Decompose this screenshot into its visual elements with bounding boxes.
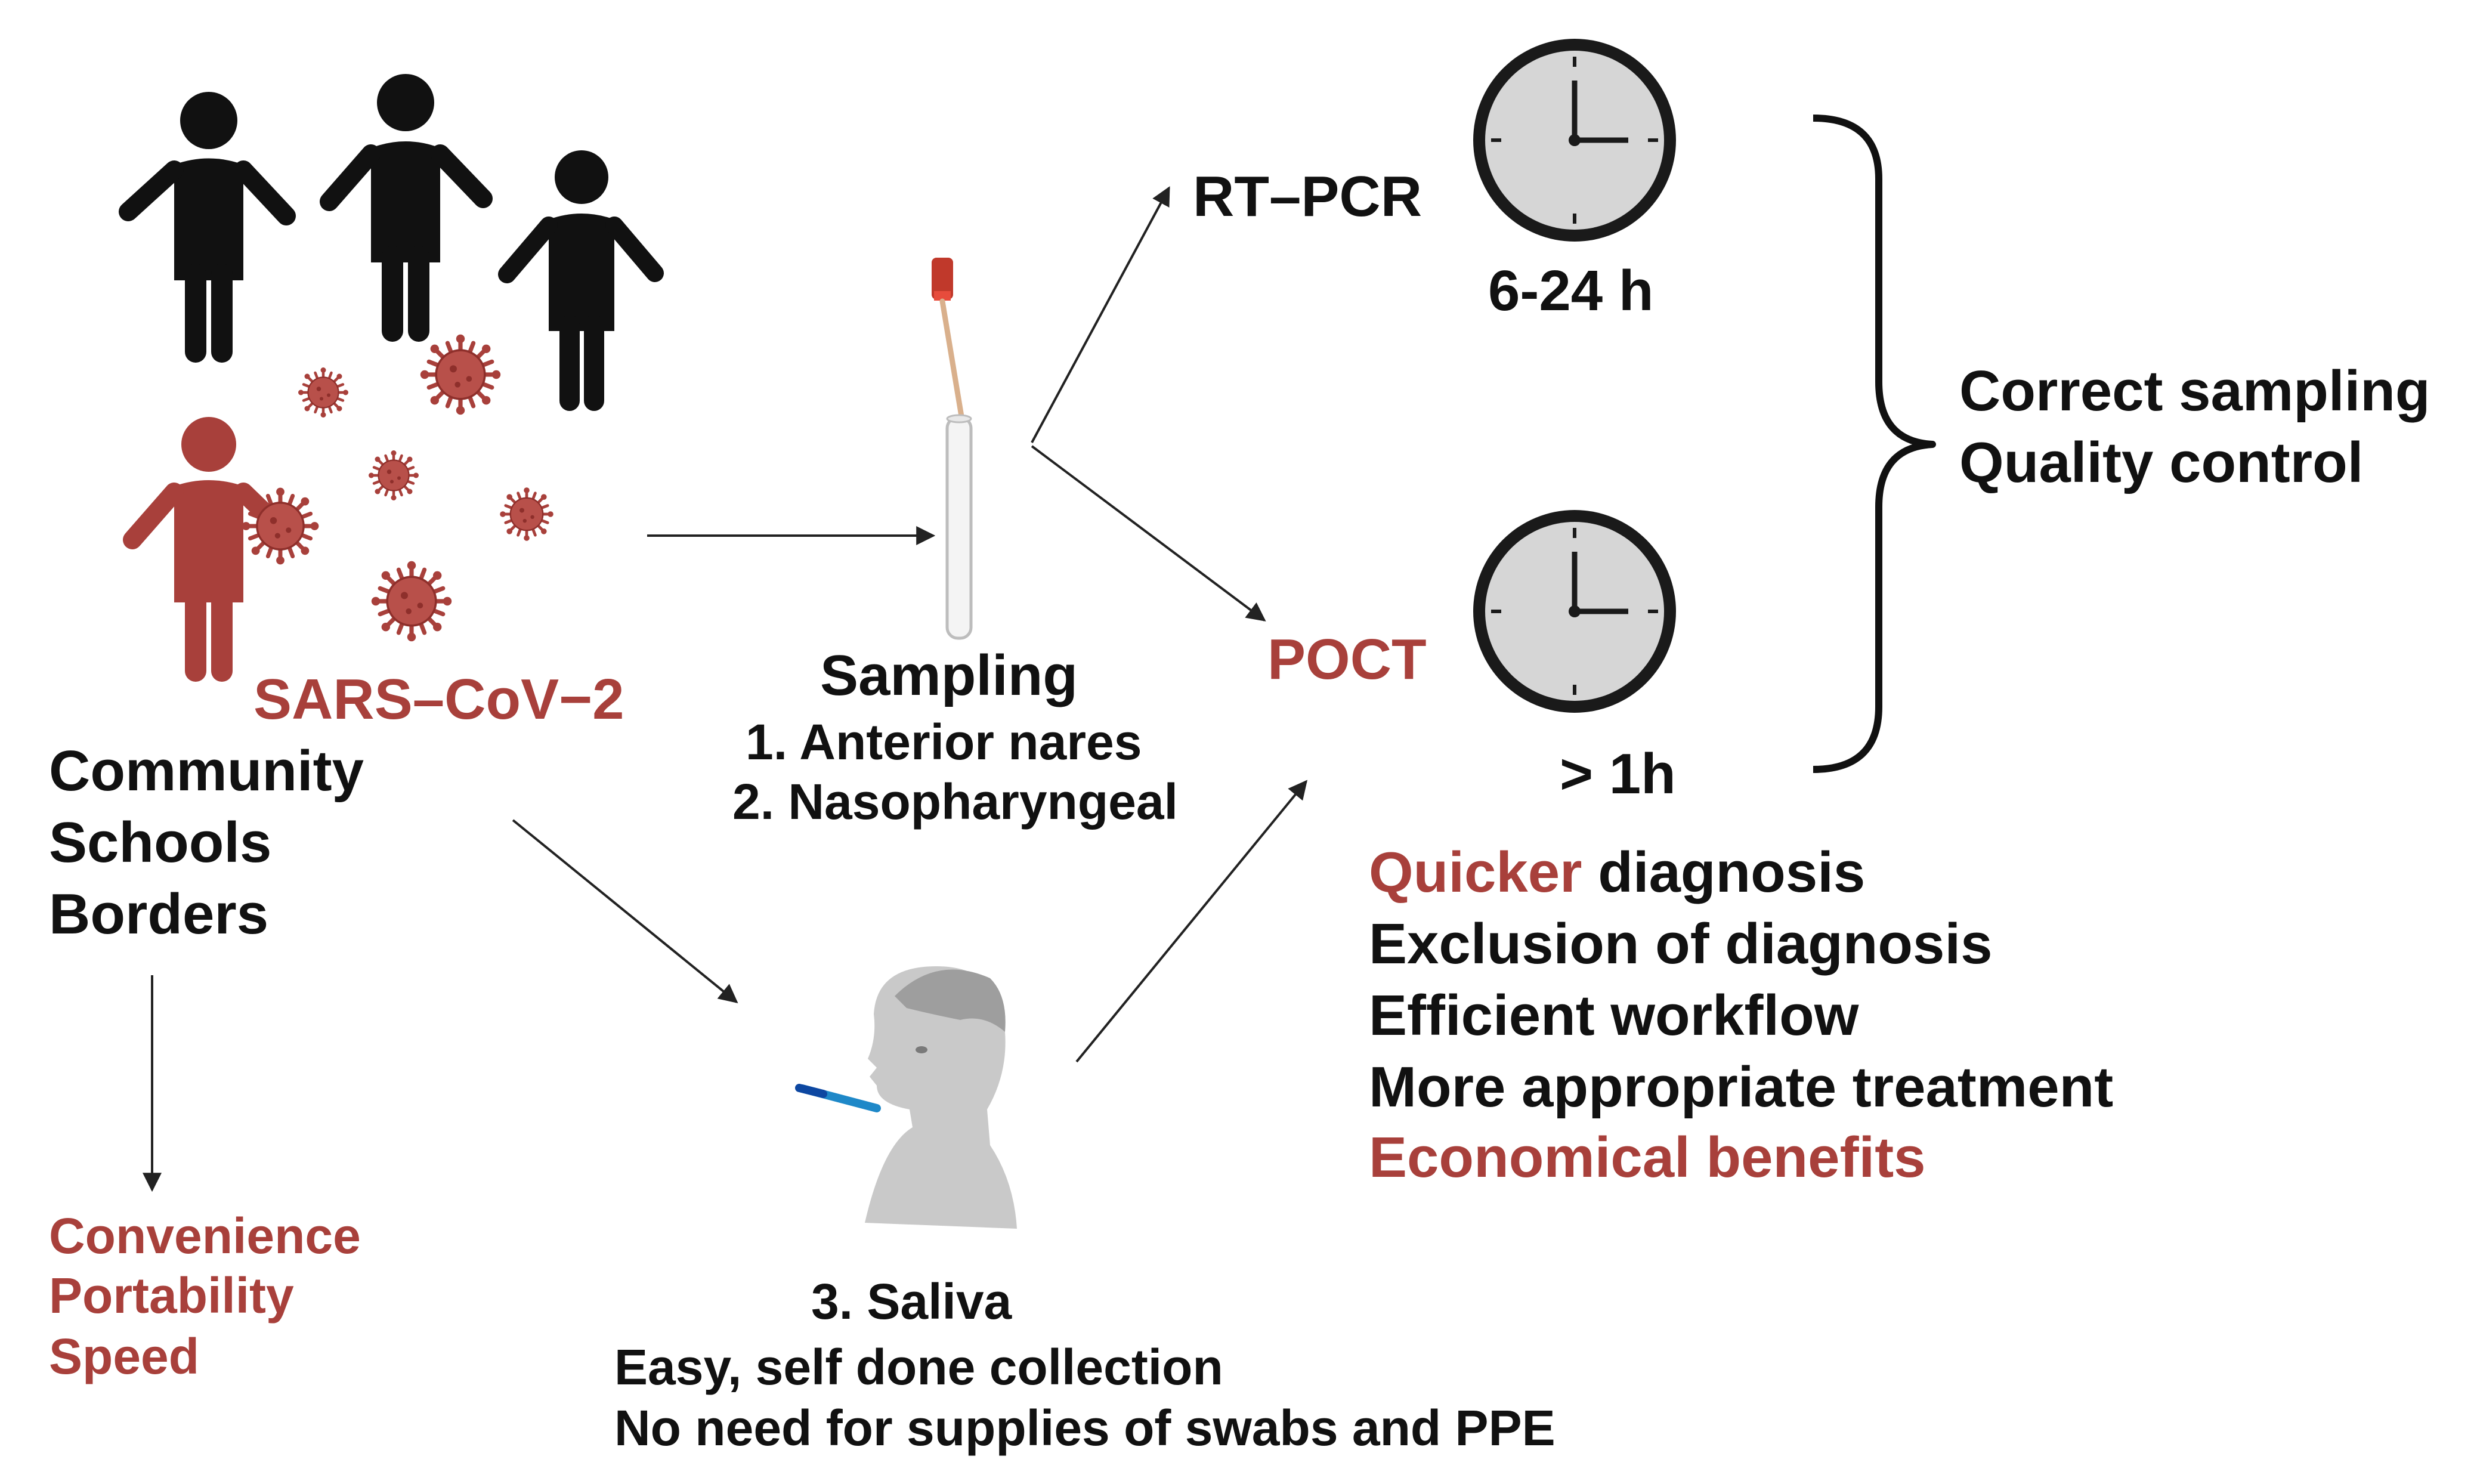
benefit-quicker-word: Quicker	[1369, 840, 1582, 904]
clock-icon	[1473, 510, 1676, 713]
clock-icon	[1473, 39, 1676, 242]
person-icon	[498, 150, 664, 411]
saliva-note: No need for supplies of swabs and PPE	[614, 1400, 1556, 1456]
rtpcr-time: 6-24 h	[1488, 259, 1654, 323]
virus-icon	[298, 367, 348, 418]
sampling-title: Sampling	[820, 644, 1078, 707]
rtpcr-label: RT–PCR	[1193, 165, 1423, 228]
setting-borders: Borders	[49, 882, 269, 946]
saliva-note: Easy, self done collection	[614, 1339, 1223, 1395]
sampling-item: 1. Anterior nares	[746, 714, 1142, 770]
requirement-item: Quality control	[1959, 431, 2364, 494]
poct-label: POCT	[1267, 627, 1427, 691]
saliva-person-icon	[795, 966, 1017, 1229]
virus-icon	[372, 561, 452, 641]
poct-time: > 1h	[1560, 742, 1676, 806]
advantage-speed: Speed	[49, 1328, 200, 1384]
swab-tube-icon	[932, 258, 973, 640]
person-icon	[320, 74, 493, 342]
setting-schools: Schools	[49, 811, 272, 874]
virus-icon	[242, 488, 319, 565]
benefit-item: Efficient workflow	[1369, 984, 1859, 1047]
brace-icon	[1813, 115, 1936, 773]
saliva-title: 3. Saliva	[811, 1273, 1012, 1330]
virus-icon	[369, 450, 419, 500]
setting-community: Community	[49, 739, 364, 803]
advantage-convenience: Convenience	[49, 1208, 361, 1264]
sampling-item: 2. Nasopharyngeal	[732, 774, 1178, 830]
benefit-diagnosis-word: diagnosis	[1582, 840, 1866, 904]
benefit-economical: Economical benefits	[1369, 1126, 1926, 1189]
infected-person-icon	[123, 417, 290, 682]
advantage-portability: Portability	[49, 1267, 294, 1324]
person-icon	[119, 92, 296, 363]
benefit-item: More appropriate treatment	[1369, 1055, 2114, 1119]
arrow-icon	[143, 186, 1308, 1192]
benefit-quicker-diagnosis: Quicker diagnosis	[1369, 844, 1865, 901]
benefit-item: Exclusion of diagnosis	[1369, 912, 1993, 976]
requirement-item: Correct sampling	[1959, 359, 2430, 423]
virus-icon	[500, 487, 553, 541]
pathogen-label: SARS–CoV−2	[253, 667, 624, 731]
virus-icon	[420, 335, 500, 415]
